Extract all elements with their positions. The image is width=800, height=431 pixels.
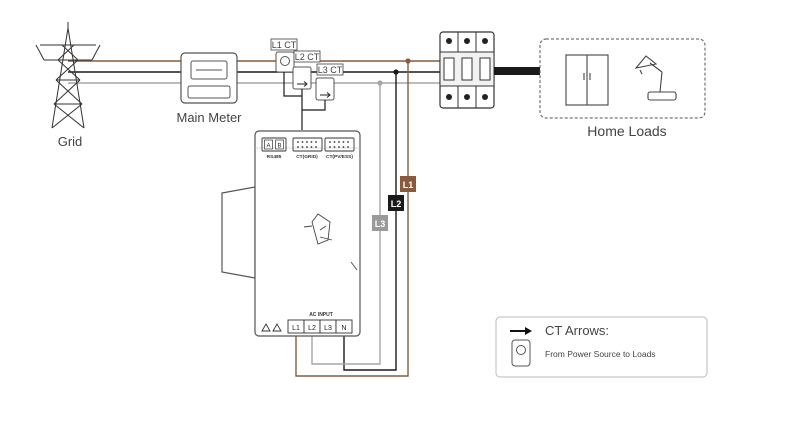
ct-grid-label: CT(GRID) bbox=[296, 154, 318, 160]
legend-box: CT Arrows: From Power Source to Loads bbox=[495, 316, 708, 378]
warning-icons bbox=[261, 323, 282, 332]
ac-input-label: AC INPUT bbox=[309, 312, 333, 318]
ct-grid-port: CT(GRID) bbox=[292, 137, 323, 160]
legend-description: From Power Source to Loads bbox=[545, 349, 656, 359]
svg-text:A: A bbox=[266, 144, 270, 150]
home-loads-box bbox=[539, 38, 706, 119]
legend-ct-icon bbox=[511, 339, 531, 367]
rs485-port: A B RS485 bbox=[261, 137, 287, 160]
rs485-label: RS485 bbox=[267, 154, 282, 160]
device-schematic-icon bbox=[303, 213, 333, 245]
bus-lines bbox=[68, 60, 440, 84]
ct-l3-sensor: L3 CT bbox=[315, 63, 344, 101]
terminal-block: L1 L2 L3 N bbox=[287, 319, 353, 334]
wire-l1 bbox=[295, 61, 409, 377]
svg-text:L3: L3 bbox=[375, 219, 386, 229]
junction-dots bbox=[377, 58, 411, 86]
ct-l1-label: L1 CT bbox=[272, 40, 297, 50]
main-meter-icon bbox=[180, 52, 238, 104]
ct-l2-label: L2 CT bbox=[295, 52, 320, 62]
grid-tower-icon bbox=[35, 22, 101, 129]
ct-pv-ess-port: CT(PV/ESS) bbox=[324, 137, 355, 160]
cabinet-icon bbox=[565, 54, 609, 106]
terminal-n: N bbox=[341, 325, 346, 332]
terminal-l1: L1 bbox=[292, 325, 300, 332]
ct-cable bbox=[283, 72, 326, 130]
ct-l3-label: L3 CT bbox=[318, 65, 343, 75]
grid-label: Grid bbox=[58, 134, 83, 149]
load-cable bbox=[494, 67, 540, 75]
svg-text:L1: L1 bbox=[403, 180, 414, 190]
legend-title: CT Arrows: bbox=[545, 323, 609, 338]
wire-tag-l3: L3 bbox=[372, 215, 388, 231]
home-loads-label: Home Loads bbox=[587, 123, 666, 139]
svg-text:L2: L2 bbox=[391, 199, 402, 209]
ct-l1-sensor: L1 CT bbox=[270, 38, 298, 73]
breaker-icon bbox=[439, 31, 495, 109]
svg-text:B: B bbox=[277, 144, 281, 150]
legend-arrow-icon bbox=[510, 327, 532, 335]
wire-l2 bbox=[343, 72, 397, 371]
wire-tag-l1: L1 bbox=[400, 176, 416, 192]
terminal-l3: L3 bbox=[324, 325, 332, 332]
desk-lamp-icon bbox=[634, 55, 677, 101]
terminal-l2: L2 bbox=[308, 325, 316, 332]
main-meter-label: Main Meter bbox=[176, 110, 242, 125]
ct-pv-ess-label: CT(PV/ESS) bbox=[326, 154, 353, 160]
energy-meter-device bbox=[221, 130, 361, 337]
wire-tag-l2: L2 bbox=[388, 195, 404, 211]
